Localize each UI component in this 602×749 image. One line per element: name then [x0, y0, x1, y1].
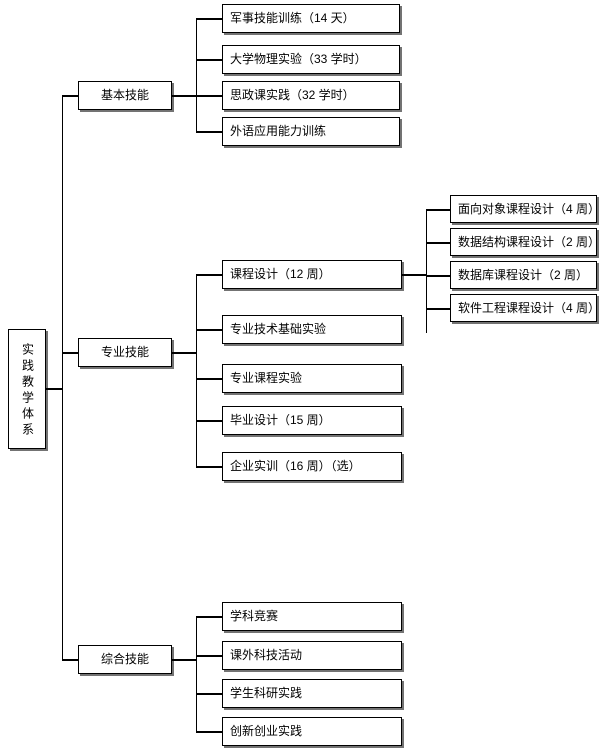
edge-group2a-leaf-3 — [425, 275, 451, 277]
leaf-node-university-physics-lab-label: 大学物理实验（33 学时） — [230, 52, 367, 66]
edge-group2-vertical-bus — [195, 274, 197, 467]
root-node-practice-teaching-system[interactable]: 实践教学体系 — [8, 329, 46, 449]
leaf-node-graduation-design[interactable]: 毕业设计（15 周） — [222, 406, 402, 435]
edge-bus-to-branch-1 — [61, 95, 79, 97]
edge-group1-leaf-2 — [195, 59, 223, 61]
edge-group1-leaf-1 — [195, 18, 223, 20]
leaf-node-extracurricular-sci-tech-activity[interactable]: 课外科技活动 — [222, 641, 402, 670]
leaf-node-military-training-label: 军事技能训练（14 天） — [230, 11, 355, 25]
leaf-node-oop-course-design-label: 面向对象课程设计（4 周） — [458, 201, 601, 216]
leaf-node-discipline-competition[interactable]: 学科竞赛 — [222, 602, 402, 631]
edge-group2a-leaf-1 — [425, 209, 451, 211]
leaf-node-enterprise-training[interactable]: 企业实训（16 周）（选） — [222, 452, 402, 481]
leaf-node-professional-course-lab-label: 专业课程实验 — [230, 371, 303, 385]
leaf-node-foreign-language-training[interactable]: 外语应用能力训练 — [222, 117, 400, 146]
leaf-node-database-course-design-label: 数据库课程设计（2 周） — [458, 267, 589, 282]
edge-group1-leaf-3 — [195, 95, 223, 97]
leaf-node-student-research-practice-label: 学生科研实践 — [230, 686, 303, 700]
leaf-node-professional-tech-basic-lab-label: 专业技术基础实验 — [230, 322, 327, 336]
edge-group1-vertical-bus — [195, 18, 197, 131]
leaf-node-military-training[interactable]: 军事技能训练（14 天） — [222, 4, 400, 33]
edge-branch1-to-bus — [172, 95, 196, 97]
leaf-node-graduation-design-label: 毕业设计（15 周） — [230, 413, 331, 427]
edge-group2a-vertical-bus — [425, 209, 427, 333]
edge-group1-leaf-4 — [195, 131, 223, 133]
branch-node-comprehensive-skills[interactable]: 综合技能 — [78, 645, 172, 674]
leaf-node-innovation-entrepreneurship-practice-label: 创新创业实践 — [230, 724, 303, 738]
leaf-node-software-engineering-course-design[interactable]: 软件工程课程设计（4 周） — [450, 294, 601, 322]
leaf-node-course-design-label: 课程设计（12 周） — [230, 267, 331, 281]
branch-node-professional-skills-label: 专业技能 — [100, 345, 149, 359]
branch-node-professional-skills[interactable]: 专业技能 — [78, 338, 172, 367]
leaf-node-enterprise-training-label: 企业实训（16 周）（选） — [230, 459, 361, 473]
edge-bus-to-branch-3 — [61, 659, 79, 661]
leaf-node-ideological-politics-practice[interactable]: 思政课实践（32 学时） — [222, 81, 400, 110]
leaf-node-database-course-design[interactable]: 数据库课程设计（2 周） — [450, 261, 597, 289]
edge-group2-leaf-3 — [195, 378, 223, 380]
branch-node-comprehensive-skills-label: 综合技能 — [100, 652, 149, 666]
edge-group2a-leaf-4 — [425, 308, 451, 310]
leaf-node-extracurricular-sci-tech-activity-label: 课外科技活动 — [230, 648, 303, 662]
edge-bus-to-branch-2 — [61, 352, 79, 354]
leaf-node-discipline-competition-label: 学科竞赛 — [230, 609, 279, 623]
edge-group2a-leaf-2 — [425, 242, 451, 244]
edge-root-to-bus — [46, 388, 63, 390]
leaf-node-innovation-entrepreneurship-practice[interactable]: 创新创业实践 — [222, 717, 402, 746]
edge-group3-leaf-2 — [195, 655, 223, 657]
leaf-node-course-design[interactable]: 课程设计（12 周） — [222, 260, 402, 289]
leaf-node-professional-course-lab[interactable]: 专业课程实验 — [222, 364, 402, 393]
edge-group2-leaf-4 — [195, 420, 223, 422]
edge-group3-leaf-4 — [195, 731, 223, 733]
edge-branch2-to-bus — [172, 352, 196, 354]
leaf-node-university-physics-lab[interactable]: 大学物理实验（33 学时） — [222, 45, 400, 74]
leaf-node-professional-tech-basic-lab[interactable]: 专业技术基础实验 — [222, 315, 402, 344]
edge-group2-leaf-1 — [195, 274, 223, 276]
edge-branch3-to-bus — [172, 659, 196, 661]
edge-group3-leaf-3 — [195, 693, 223, 695]
leaf-node-student-research-practice[interactable]: 学生科研实践 — [222, 679, 402, 708]
branch-node-basic-skills-label: 基本技能 — [100, 88, 149, 102]
leaf-node-data-structure-course-design[interactable]: 数据结构课程设计（2 周） — [450, 228, 601, 256]
leaf-node-data-structure-course-design-label: 数据结构课程设计（2 周） — [458, 234, 601, 249]
leaf-node-oop-course-design[interactable]: 面向对象课程设计（4 周） — [450, 195, 601, 223]
branch-node-basic-skills[interactable]: 基本技能 — [78, 81, 172, 110]
edge-group2-leaf-2 — [195, 329, 223, 331]
edge-main-vertical-bus — [61, 95, 63, 660]
edge-group2-leaf-5 — [195, 466, 223, 468]
leaf-node-software-engineering-course-design-label: 软件工程课程设计（4 周） — [458, 300, 601, 315]
edge-group3-vertical-bus — [195, 616, 197, 731]
edge-group3-leaf-1 — [195, 616, 223, 618]
leaf-node-ideological-politics-practice-label: 思政课实践（32 学时） — [230, 88, 355, 102]
leaf-node-foreign-language-training-label: 外语应用能力训练 — [230, 124, 327, 138]
edge-course-design-to-bus — [402, 274, 426, 276]
root-node-label: 实践教学体系 — [20, 343, 35, 439]
